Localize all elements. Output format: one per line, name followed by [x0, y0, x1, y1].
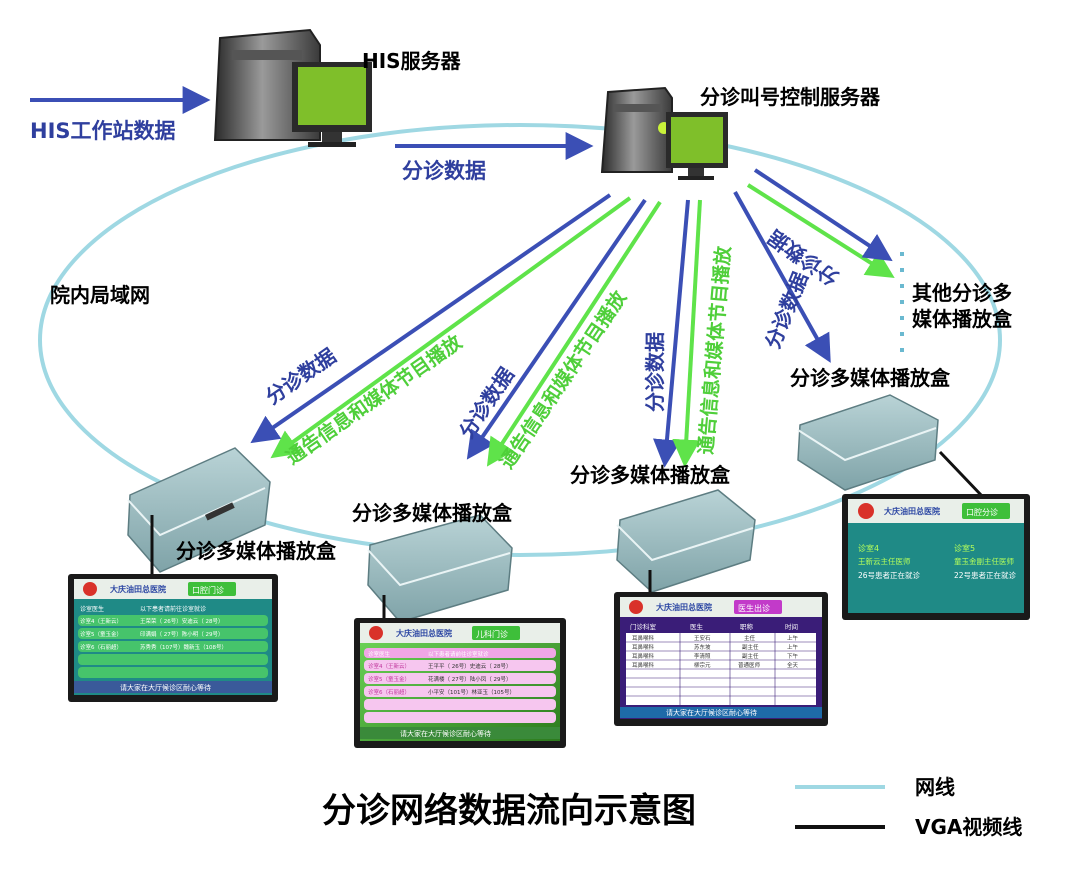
screen2-hospital: 大庆油田总医院: [396, 628, 452, 638]
screen2-r3a: 诊室6（石丽超）: [368, 688, 410, 696]
screen4-l3: 26号患者正在就诊: [858, 570, 921, 580]
screen3-r1c2: 王安石: [694, 634, 711, 642]
screen4-l2: 王新云主任医师: [858, 556, 911, 566]
screen1-r2a: 诊室5（童玉金）: [80, 630, 122, 638]
screen3-col3: 职称: [740, 622, 754, 631]
screen3-r1c1: 耳鼻喉科: [632, 634, 655, 642]
flow-label-triage-box1: 分诊数据: [261, 344, 340, 410]
display-screen-1: 大庆油田总医院 口腔门诊 诊室医生 以下患者请前往诊室就诊 诊室4（王新云） 王…: [68, 574, 278, 702]
screen3-col1: 门诊科室: [630, 622, 657, 631]
flow-arrows: [250, 168, 895, 468]
screen3-r1c3: 主任: [744, 634, 756, 642]
media-box-4: [797, 394, 939, 491]
triage-server-icon: [600, 86, 728, 180]
legend: 网线 VGA视频线: [795, 775, 1022, 839]
screen2-r1b: 王平平（ 26号）史迪云（ 28号）: [428, 662, 512, 670]
box-label-4: 分诊多媒体播放盒: [790, 366, 951, 390]
triage-server-label: 分诊叫号控制服务器: [700, 85, 881, 109]
other-boxes-label-2: 媒体播放盒: [912, 307, 1013, 331]
screen1-r2b: 印满娟（ 27号）陈小明（ 29号）: [140, 630, 224, 638]
screen3-r4c4: 全天: [787, 661, 799, 669]
screen2-r2a: 诊室5（童玉金）: [368, 675, 410, 683]
screen1-r3b: 苏秀秀（107号）魏新玉（108号）: [140, 643, 227, 651]
his-to-triage-label: 分诊数据: [402, 159, 486, 183]
lan-network-ring: [38, 123, 1002, 557]
arrow-media-box2: [486, 200, 662, 467]
screen3-r3c2: 李清照: [694, 652, 711, 660]
screen2-r3b: 小平安（101号）林亚玉（105号）: [428, 688, 515, 696]
media-box-2: [367, 514, 513, 623]
screen2-tag: 儿科门诊: [476, 629, 508, 639]
screen4-r3: 22号患者正在就诊: [954, 570, 1017, 580]
flow-label-triage-box3: 分诊数据: [643, 332, 667, 412]
screen3-r1c4: 上午: [787, 634, 799, 642]
his-input-label: HIS工作站数据: [30, 119, 176, 143]
arrow-triage-box3: [653, 199, 690, 468]
screen3-r3c1: 耳鼻喉科: [632, 652, 655, 660]
screen4-r2: 童玉金副主任医师: [954, 556, 1014, 566]
diagram-title: 分诊网络数据流向示意图: [322, 791, 696, 831]
screen4-tag: 口腔分诊: [966, 507, 998, 517]
screen3-col2: 医生: [690, 622, 704, 631]
media-box-1: [127, 447, 271, 573]
screen3-r4c1: 耳鼻喉科: [632, 661, 655, 669]
arrow-triage-box2: [466, 198, 647, 460]
screen3-col4: 时间: [785, 622, 798, 631]
flow-label-media-box1: 通告信息和媒体节目播放: [282, 330, 467, 469]
arrow-triage-box4: [733, 191, 831, 363]
screen1-h1: 诊室医生: [80, 605, 104, 613]
screen1-r3a: 诊室6（石丽超）: [80, 643, 122, 651]
flow-label-media-box3: 通告信息和媒体节目播放: [694, 244, 735, 455]
screen2-h2: 以下患者请前往诊室就诊: [428, 650, 489, 658]
his-server-icon: [213, 28, 372, 147]
display-screen-3: 大庆油田总医院 医生出诊 门诊科室 医生 职称 时间 耳鼻喉科 王安石 主任 上…: [614, 592, 828, 726]
screen1-tag: 口腔门诊: [192, 585, 224, 595]
screen4-r1: 诊室5: [954, 543, 975, 553]
media-box-3: [616, 489, 756, 593]
screen3-footer: 请大家在大厅候诊区耐心等待: [666, 708, 757, 717]
screen2-r1a: 诊室4（王新云）: [368, 662, 410, 670]
screen1-hospital: 大庆油田总医院: [110, 584, 166, 594]
screen3-hospital: 大庆油田总医院: [656, 602, 712, 612]
arrow-media-box3: [672, 199, 702, 468]
flow-label-triage-box4: 分诊数据: [760, 269, 812, 352]
box-label-3: 分诊多媒体播放盒: [570, 463, 731, 487]
screen1-r1a: 诊室4（王新云）: [80, 617, 122, 625]
other-boxes-label-1: 其他分诊多: [912, 281, 1012, 305]
display-screen-4: 大庆油田总医院 口腔分诊 诊室4 王新云主任医师 26号患者正在就诊 诊室5 童…: [842, 494, 1030, 620]
screen4-hospital: 大庆油田总医院: [884, 506, 940, 516]
display-screen-2: 大庆油田总医院 儿科门诊 诊室医生 以下患者请前往诊室就诊 诊室4（王新云） 王…: [354, 618, 566, 748]
box-label-1: 分诊多媒体播放盒: [176, 539, 337, 563]
screen1-h2: 以下患者请前往诊室就诊: [140, 605, 206, 613]
legend-network-label: 网线: [915, 775, 955, 799]
screen2-footer: 请大家在大厅候诊区耐心等待: [400, 729, 491, 738]
screen1-footer: 请大家在大厅候诊区耐心等待: [120, 683, 211, 692]
screen3-tag: 医生出诊: [738, 603, 770, 613]
screen3-r4c2: 柳宗元: [694, 661, 711, 669]
vga-line-4: [938, 450, 984, 498]
lan-label: 院内局域网: [50, 283, 150, 307]
arrow-triage-other: [753, 168, 893, 262]
screen3-r2c3: 副主任: [742, 643, 759, 651]
screen3-r2c2: 苏东坡: [694, 643, 711, 651]
screen3-r2c4: 上午: [787, 643, 799, 651]
legend-vga-label: VGA视频线: [915, 815, 1022, 839]
screen3-r3c4: 下午: [787, 652, 799, 660]
arrow-triage-box1: [250, 193, 612, 444]
screen3-r4c3: 普通医师: [738, 661, 761, 669]
screen4-l1: 诊室4: [858, 543, 879, 553]
box-label-2: 分诊多媒体播放盒: [352, 501, 513, 525]
his-server-label: HIS服务器: [362, 49, 462, 73]
arrow-media-box1: [270, 196, 632, 459]
screen2-h1: 诊室医生: [368, 650, 391, 658]
screen2-r2b: 花满楼（ 27号）陆小凤（ 29号）: [428, 675, 512, 683]
screen3-r2c1: 耳鼻喉科: [632, 643, 655, 651]
screen3-r3c3: 副主任: [742, 652, 759, 660]
screen1-r1b: 王荣荣（ 26号）安迪云（ 28号）: [140, 617, 224, 625]
